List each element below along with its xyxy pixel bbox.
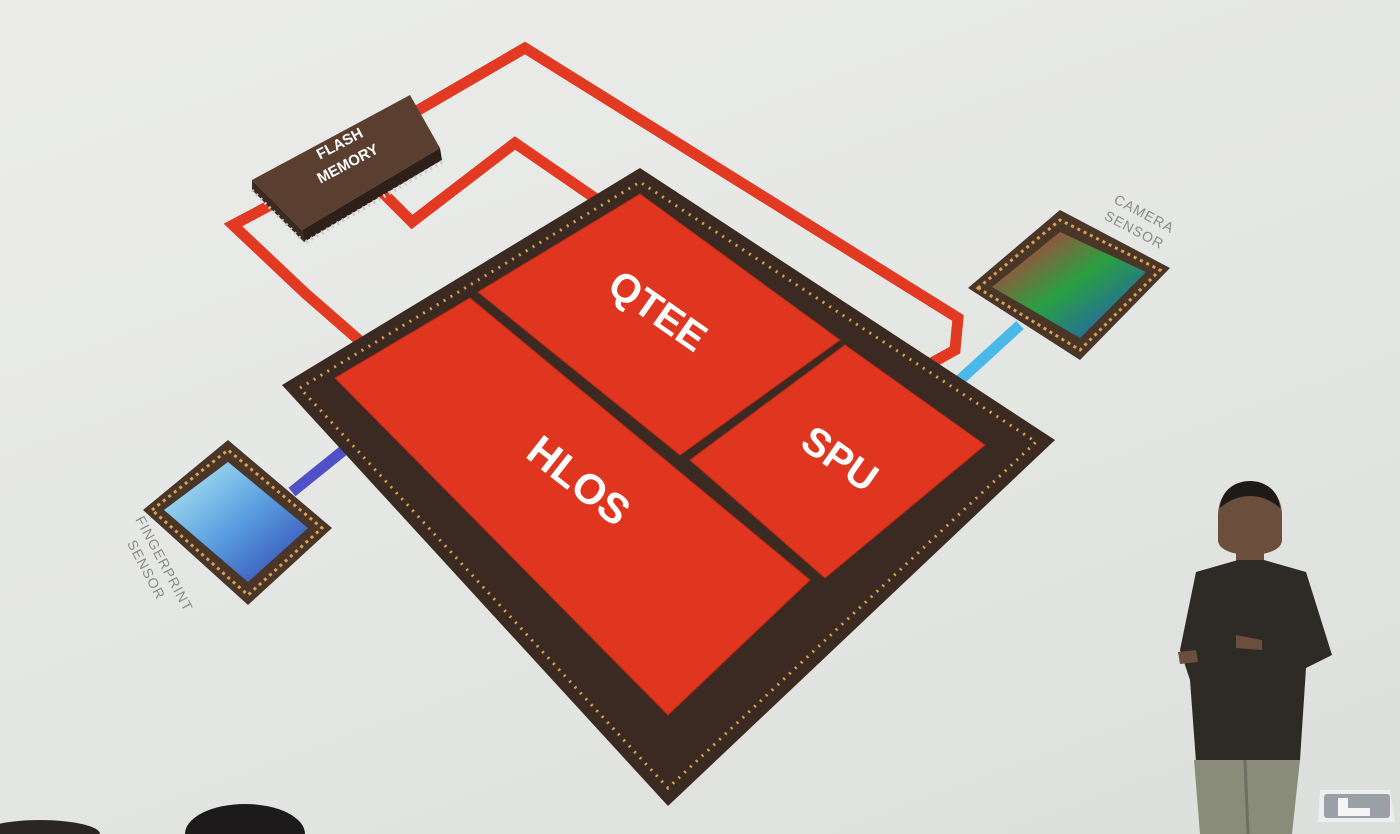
trace-flash-to-spu: [412, 41, 964, 380]
interconnect-traces: [223, 41, 964, 380]
fingerprint-sensor-chip: FINGERPRINT SENSOR: [124, 440, 332, 614]
trace-flash-to-hlos: [223, 195, 372, 353]
audience-heads: [0, 804, 305, 834]
block-hlos: HLOS: [334, 297, 811, 716]
block-qtee: QTEE: [477, 193, 841, 456]
presenter-figure: [1178, 481, 1332, 834]
camera-sensor-chip: CAMERA SENSOR: [968, 191, 1177, 360]
flash-memory-chip: FLASH MEMORY: [250, 95, 444, 244]
trace-flash-to-qtee: [374, 136, 609, 230]
watermark-logo-icon: [1318, 790, 1395, 822]
block-spu: SPU: [689, 344, 986, 579]
